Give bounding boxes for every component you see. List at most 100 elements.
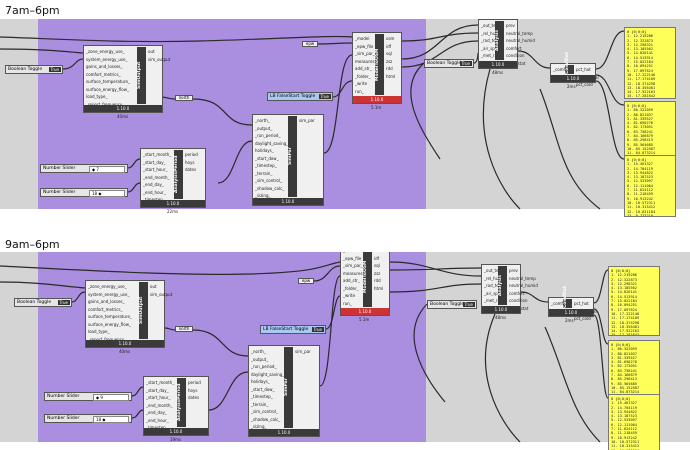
simpar-input[interactable]: _sizing_ [255, 193, 271, 198]
analysis-input[interactable]: _start_month_ [146, 380, 175, 385]
comp3-component[interactable]: _comf_objComfDatpct_hotpct_neutralpct_co… [550, 52, 599, 87]
simoutput-input[interactable]: gains_and_losses_ [88, 299, 125, 304]
simoutput-component[interactable]: _zone_energy_use_system_energy_use_gains… [85, 280, 172, 348]
simoutput-input[interactable]: surface_energy_flow_ [86, 86, 129, 92]
model-output[interactable]: html [386, 73, 396, 79]
simoutput-input[interactable]: comfort_metrics_ [88, 306, 123, 312]
slider-end-hour-value[interactable]: 18 ◆ [93, 416, 129, 423]
comp2-input[interactable]: _rel_humid [481, 30, 503, 36]
comp3-input[interactable]: _comf_obj [553, 67, 574, 72]
simpar-component[interactable]: _north__output__run_period_daylight_savi… [248, 345, 320, 437]
analysis-input[interactable]: _end_day_ [143, 182, 164, 187]
model-output[interactable]: idf [386, 43, 392, 49]
model-output[interactable]: sql [374, 263, 380, 268]
analysis-input[interactable]: _timestep_ [143, 196, 171, 204]
simoutput-output[interactable]: sim_output [150, 291, 173, 297]
model-input[interactable]: _epw_file [355, 43, 374, 49]
analysis-input[interactable]: _end_month_ [146, 402, 173, 408]
simpar-input[interactable]: _shadow_calc_ [255, 185, 285, 191]
analysis-input[interactable]: _end_day_ [146, 410, 167, 415]
simoutput-input[interactable]: surface_temperature_ [88, 314, 132, 319]
comp2-output[interactable]: prev [506, 23, 515, 28]
simoutput-output[interactable]: out [148, 49, 155, 54]
model-output[interactable]: zsz [374, 270, 381, 276]
comp2-output[interactable]: prev [509, 268, 518, 273]
simpar-input[interactable]: daylight_saving_ [255, 140, 289, 146]
simoutput-input[interactable]: _report_frequency_ [86, 101, 125, 107]
model-title[interactable]: ModelToOSM [375, 34, 384, 95]
simoutput-input[interactable]: surface_energy_flow_ [88, 321, 131, 327]
simoutput-output[interactable]: out [150, 284, 157, 289]
simpar-title[interactable]: SimPar [288, 116, 297, 197]
model-input[interactable]: _model [355, 36, 370, 41]
comp2-input[interactable]: _out_temp [484, 268, 506, 273]
analysis-output[interactable]: hoys [188, 387, 198, 393]
right-toggle-value[interactable]: True [459, 61, 472, 66]
model-input[interactable]: _write [355, 81, 368, 86]
simpar-output[interactable]: sim_par [299, 118, 315, 123]
simoutput-title[interactable]: SimOutput [137, 47, 146, 104]
analysis-output[interactable]: dates [185, 167, 197, 172]
comp3-input[interactable]: _comf_obj [551, 301, 572, 306]
analysis-input[interactable]: _start_day_ [143, 159, 166, 165]
slider-start-hour-value[interactable]: ◆ 9 [93, 394, 129, 401]
analysis-output[interactable]: period [188, 380, 201, 385]
simpar-input[interactable]: holidays_ [251, 379, 270, 384]
simoutput-input[interactable]: load_type_ [88, 329, 110, 334]
slider-start-hour[interactable]: Number Slider◆ 7 [40, 164, 128, 173]
simpar-title[interactable]: SimPar [284, 347, 293, 428]
comp2-input[interactable]: _out_temp [481, 23, 503, 28]
simoutput-output[interactable]: sim_output [148, 56, 171, 62]
model-output[interactable]: osm [386, 36, 395, 41]
model-output[interactable]: html [374, 285, 384, 291]
model-input[interactable]: _folder_ [343, 285, 359, 291]
simpar-output[interactable]: sim_par [295, 349, 311, 354]
analysis-input[interactable]: _start_hour_ [146, 395, 171, 400]
comp2-input[interactable]: _met_rate_ [481, 53, 504, 58]
simpar-input[interactable]: daylight_saving_ [251, 371, 285, 377]
slider-end-hour-value[interactable]: 18 ◆ [89, 190, 125, 197]
comp2-input[interactable]: _rad_temp [481, 38, 503, 43]
comp2-input[interactable]: _met_rate_ [484, 298, 507, 303]
model-input[interactable]: _folder_ [355, 73, 371, 79]
model-output[interactable]: rdd [386, 66, 393, 71]
simpar-input[interactable]: _output_ [251, 356, 269, 362]
comp2-output[interactable]: comfort [509, 290, 525, 296]
comp2-input[interactable]: _rad_temp [484, 283, 506, 288]
simpar-input[interactable]: holidays_ [255, 148, 274, 153]
model-output[interactable]: sql [386, 51, 392, 56]
comp2-input[interactable]: _air_speed_ [481, 45, 505, 51]
epw-relay[interactable]: epw [298, 278, 314, 284]
comp3-output[interactable]: pct_cold [576, 82, 593, 87]
comp2-component[interactable]: _out_temp _rel_humid _rad_temp _air_speed_ _… [481, 264, 538, 314]
model-component[interactable]: _model_epw_file_sim_par_measures_add_str… [340, 252, 390, 316]
comp2-title[interactable]: Analysis [498, 266, 507, 305]
comp2-input[interactable]: _air_speed_ [484, 290, 508, 296]
comp2-output[interactable]: condition [506, 53, 525, 58]
comp3-output[interactable]: pct_hot [576, 67, 591, 72]
simpar-input[interactable]: _north_ [251, 349, 266, 354]
model-output[interactable]: idf [374, 255, 380, 261]
epw-relay[interactable]: epw [302, 41, 318, 47]
model-input[interactable]: run_ [355, 88, 364, 94]
analysis-input[interactable]: _end_month_ [143, 174, 170, 180]
simpar-input[interactable]: _timestep_ [251, 394, 273, 399]
lb-toggle-value[interactable]: True [311, 327, 324, 332]
simpar-input[interactable]: _sizing_ [251, 424, 267, 429]
comp2-input[interactable]: _rel_humid [484, 275, 506, 281]
simpar-input[interactable]: _sim_control_ [255, 178, 282, 183]
comp3-title[interactable]: ComfDat [565, 52, 574, 74]
analysis-input[interactable]: _end_hour_ [143, 189, 166, 195]
simpar-component[interactable]: _north__output__run_period_daylight_savi… [252, 114, 324, 206]
comp3-output[interactable]: pct_hot [574, 301, 589, 306]
model-output[interactable]: rdd [374, 278, 381, 283]
analysis-input[interactable]: _end_hour_ [146, 417, 169, 423]
analysis-component[interactable]: _start_month__start_day__start_hour__end… [143, 376, 209, 436]
simpar-input[interactable]: _terrain_ [251, 401, 269, 407]
